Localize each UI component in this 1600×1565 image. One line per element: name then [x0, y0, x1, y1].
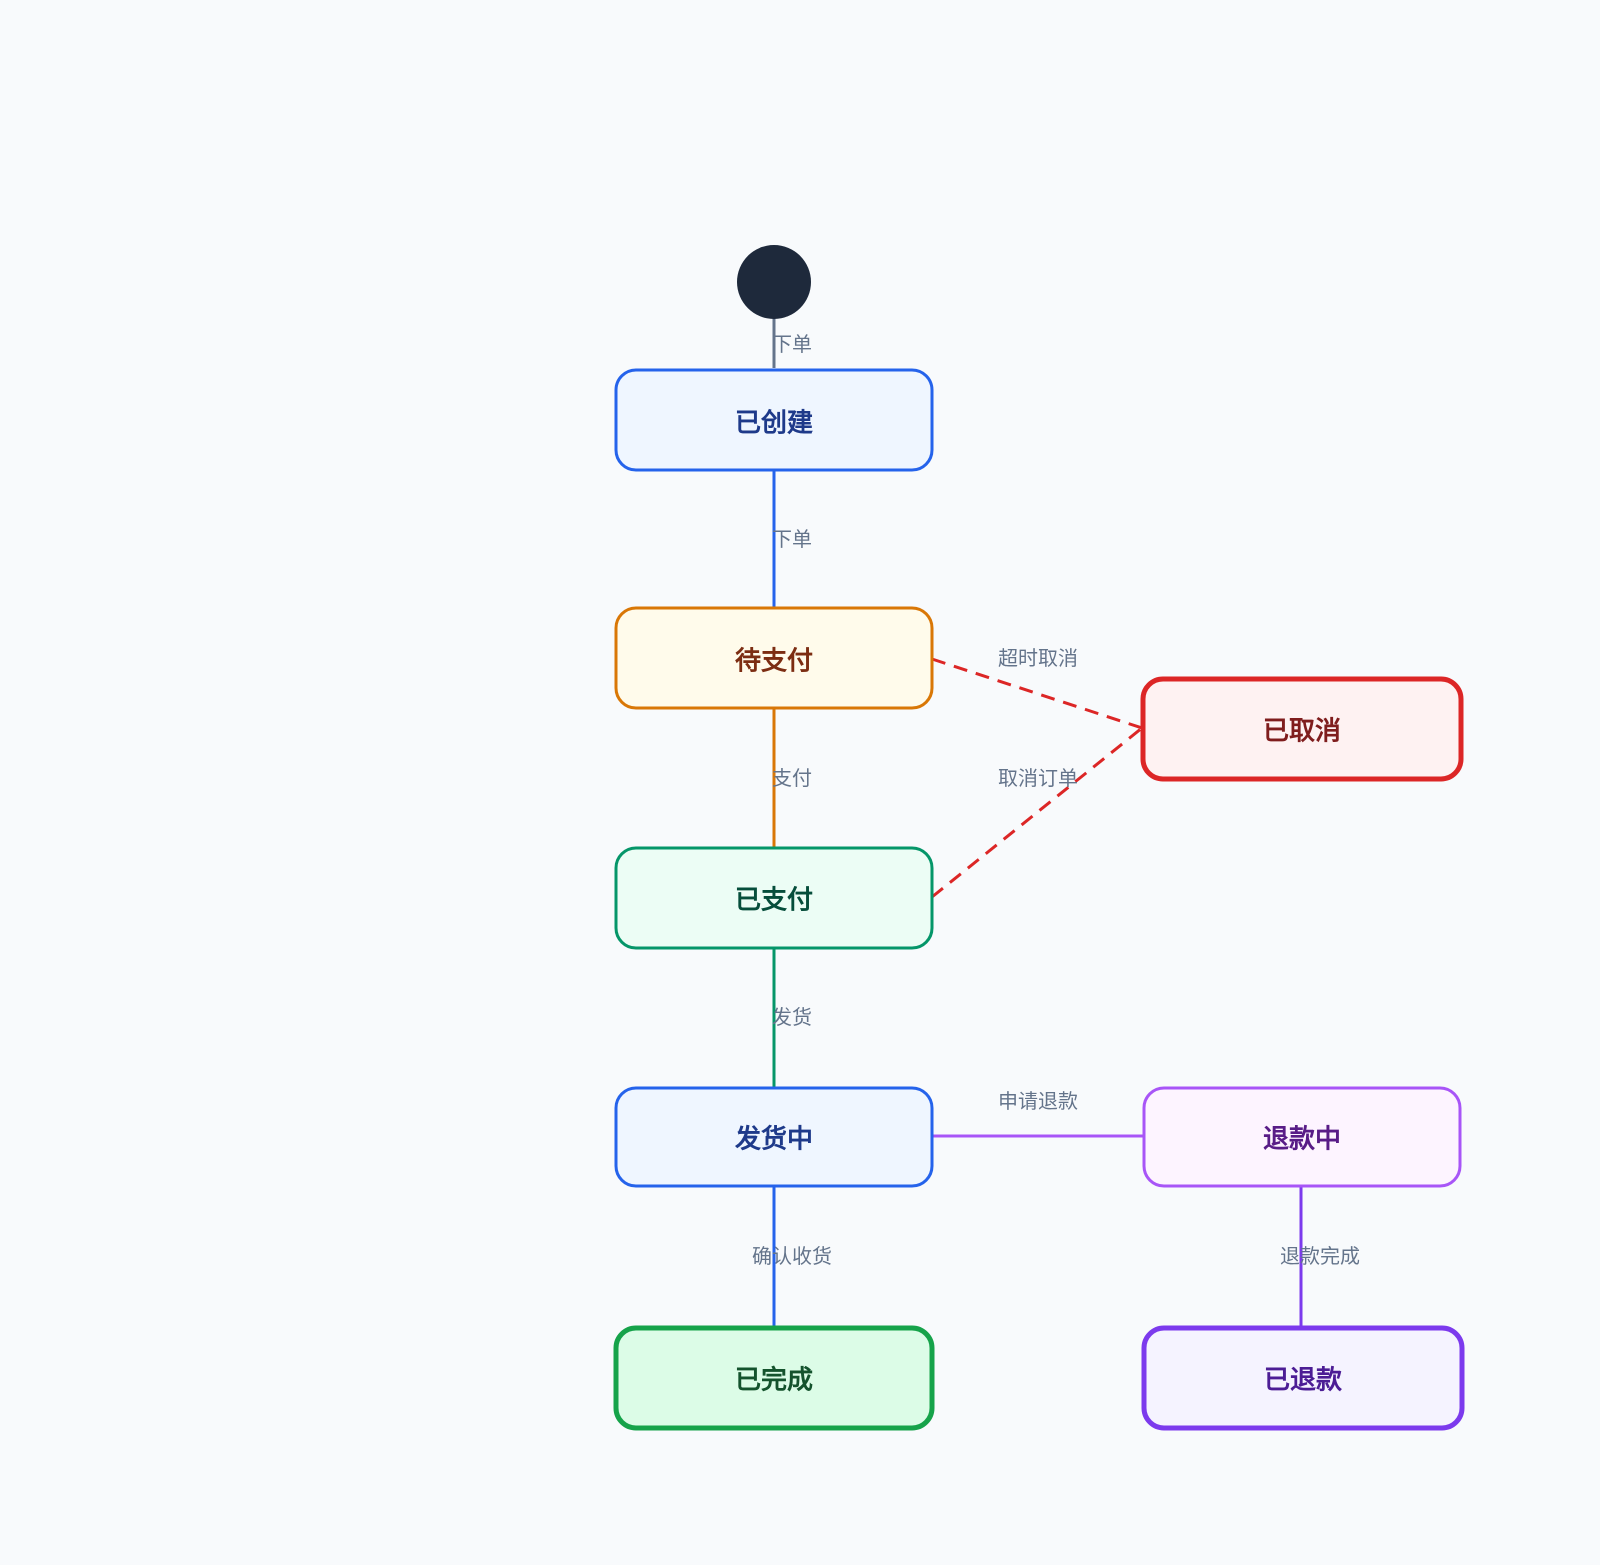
state-refunding-box — [1144, 1088, 1460, 1186]
edge-label-paid-to-cancelled: 取消订单 — [998, 766, 1078, 790]
state-completed-label: 已完成 — [735, 1365, 813, 1396]
state-paid-border — [614, 846, 934, 950]
state-pending-payment[interactable]: 待支付 — [614, 606, 934, 710]
state-shipping[interactable]: 发货中 — [614, 1086, 934, 1188]
state-refunded[interactable]: 已退款 — [1141, 1325, 1465, 1431]
state-pending-payment-border — [614, 606, 934, 710]
state-paid-label: 已支付 — [735, 886, 813, 916]
state-completed-box — [616, 1328, 932, 1428]
state-refunded-box — [1144, 1328, 1462, 1428]
edge-label-start-to-created: 下单 — [772, 332, 812, 356]
edge-label-created-to-pending: 下单 — [772, 527, 812, 551]
edge-label-refunding-to-refunded: 退款完成 — [1280, 1244, 1360, 1268]
state-refunding-border — [1142, 1086, 1462, 1188]
edge-pending-to-cancelled — [931, 657, 1143, 730]
state-refunding-label: 退款中 — [1263, 1125, 1341, 1155]
start-node — [737, 245, 811, 319]
edge-paid-to-cancelled — [931, 726, 1143, 899]
edge-labels: 下单 下单 支付 超时取消 取消订单 发货 申请退款 确认收货 退款完成 — [752, 332, 1360, 1268]
state-cancelled-label: 已取消 — [1263, 717, 1341, 747]
state-cancelled[interactable]: 已取消 — [1140, 676, 1464, 782]
state-created-label: 已创建 — [735, 409, 813, 439]
edge-label-pending-to-paid: 支付 — [772, 766, 812, 790]
edge-label-paid-to-shipping: 发货 — [772, 1005, 812, 1029]
state-paid-box — [616, 848, 932, 948]
state-refunded-label: 已退款 — [1264, 1366, 1343, 1396]
state-completed[interactable]: 已完成 — [613, 1325, 935, 1431]
edges — [772, 318, 1303, 1328]
state-refunded-border — [1141, 1325, 1465, 1431]
state-completed-border — [613, 1325, 935, 1431]
state-created-border — [614, 368, 934, 472]
state-shipping-label: 发货中 — [734, 1124, 813, 1155]
state-shipping-border — [614, 1086, 934, 1188]
state-refunding[interactable]: 退款中 — [1142, 1086, 1462, 1188]
state-cancelled-box — [1143, 679, 1461, 779]
state-created-box — [616, 370, 932, 470]
edge-label-pending-to-cancelled: 超时取消 — [998, 646, 1078, 670]
state-created[interactable]: 已创建 — [614, 368, 934, 472]
edge-label-shipping-to-refunding: 申请退款 — [998, 1089, 1078, 1113]
edge-label-shipping-to-completed: 确认收货 — [752, 1244, 832, 1268]
state-pending-payment-label: 待支付 — [735, 647, 813, 677]
state-pending-payment-box — [616, 608, 932, 708]
state-shipping-box — [616, 1088, 932, 1186]
state-cancelled-border — [1140, 676, 1464, 782]
state-paid[interactable]: 已支付 — [614, 846, 934, 950]
